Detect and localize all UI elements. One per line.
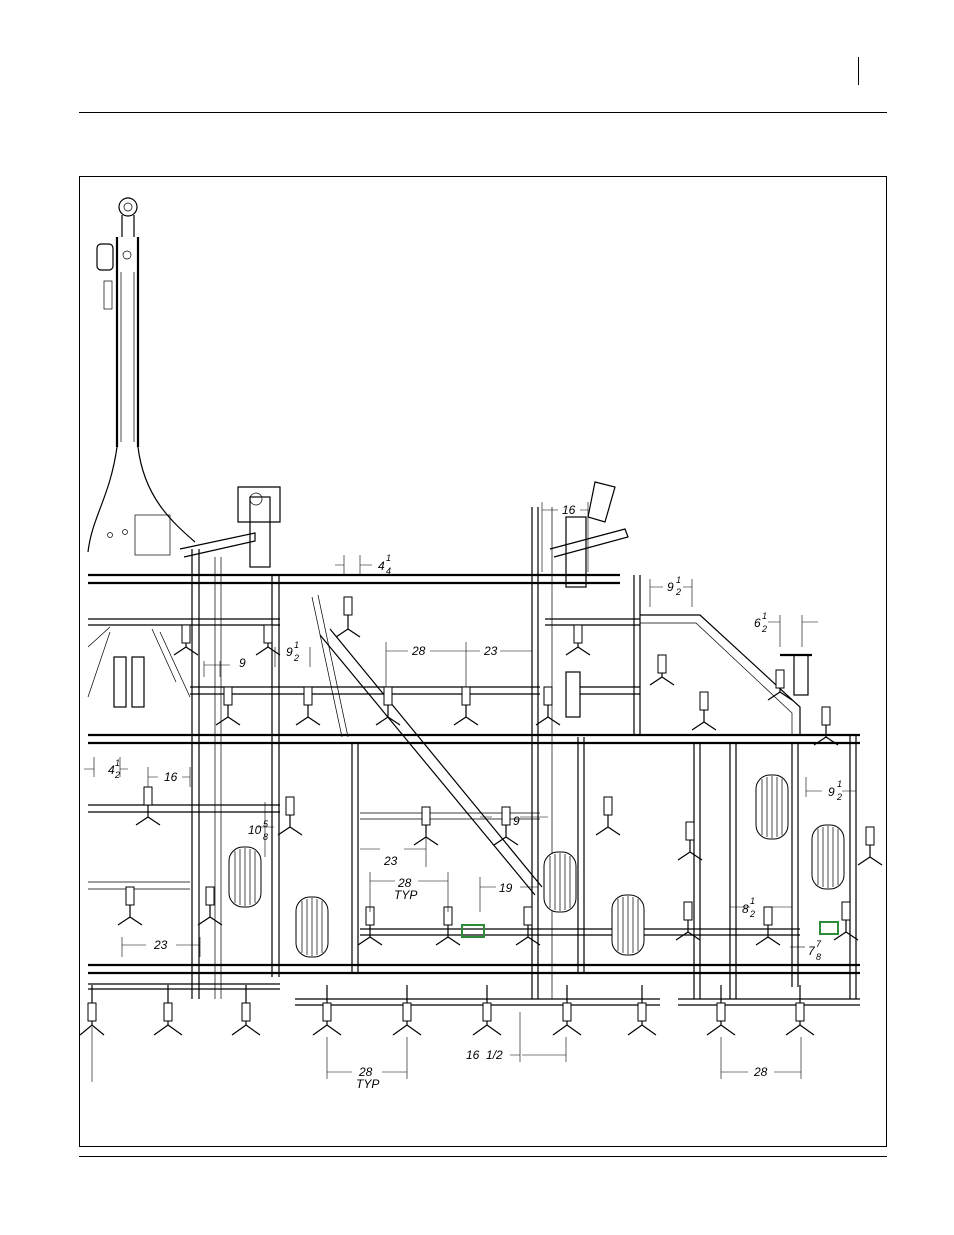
header-tick-mark — [858, 57, 859, 85]
footer-rule — [79, 1156, 887, 1157]
dim-9-mid: 9 — [513, 814, 520, 828]
dim-6-1-2-num: 1 — [762, 611, 767, 621]
dim-typ-mid: TYP — [394, 888, 417, 902]
hitch-tongue — [88, 198, 195, 555]
dim-9-1-2-top-whole: 9 — [667, 580, 674, 594]
dim-9-1-2-top-den: 2 — [675, 587, 681, 597]
dim-6-1-2-den: 2 — [761, 624, 767, 634]
dim-4-1-4-num: 1 — [386, 553, 391, 563]
dim-19: 19 — [499, 881, 513, 895]
dim-4-1-2-whole: 4 — [108, 763, 115, 777]
dim-23-mid: 23 — [383, 854, 398, 868]
dim-9-1-2-right-den: 2 — [836, 792, 842, 802]
dim-28-upper: 28 — [411, 644, 426, 658]
dim-16-top: 16 — [562, 503, 576, 517]
dim-9-1-2-top-num: 1 — [676, 575, 681, 585]
dim-10-5-8-den: 8 — [263, 832, 268, 842]
dim-4-1-2-den: 2 — [114, 770, 120, 780]
dim-9-left: 9 — [239, 656, 246, 670]
dim-8-1-2-den: 2 — [749, 909, 755, 919]
dim-7-7-8-num: 7 — [816, 939, 822, 949]
sweeps-row-1 — [174, 597, 792, 700]
dimension-lines — [84, 502, 856, 1082]
dim-7-7-8-den: 8 — [816, 952, 821, 962]
dim-16-1-2: 16 1/2 — [466, 1048, 503, 1062]
main-frame — [88, 482, 860, 1005]
sweeps-row-5 — [80, 985, 814, 1035]
dim-9-1-2-left-num: 1 — [294, 640, 299, 650]
dim-typ-bottom: TYP — [356, 1077, 379, 1091]
dim-10-5-8-whole: 10 — [248, 823, 262, 837]
dim-28-bottom-right: 28 — [753, 1065, 768, 1079]
sweeps-row-2 — [216, 687, 838, 745]
dim-9-1-2-right-num: 1 — [837, 779, 842, 789]
dim-9-1-2-left-den: 2 — [293, 653, 299, 663]
header-rule — [79, 112, 887, 113]
implement-frame-drawing: 4 1 4 16 9 1 2 6 1 2 9 1 2 9 28 23 4 1 2… — [80, 177, 886, 1146]
dim-6-1-2-whole: 6 — [754, 616, 761, 630]
dim-10-5-8-num: 5 — [263, 819, 269, 829]
dim-9-1-2-left-whole: 9 — [286, 645, 293, 659]
dim-23-upper: 23 — [483, 644, 498, 658]
dim-4-1-4-den: 4 — [386, 566, 391, 576]
dim-7-7-8-whole: 7 — [808, 944, 816, 958]
dim-4-1-2-num: 1 — [115, 758, 120, 768]
gauge-wheels — [229, 775, 844, 957]
drawing-frame: 4 1 4 16 9 1 2 6 1 2 9 1 2 9 28 23 4 1 2… — [79, 176, 887, 1147]
dim-4-1-4-whole: 4 — [378, 559, 385, 573]
dim-8-1-2-num: 1 — [750, 896, 755, 906]
dim-23-lower: 23 — [153, 938, 168, 952]
dim-9-1-2-right-whole: 9 — [828, 785, 835, 799]
dim-8-1-2-whole: 8 — [742, 902, 749, 916]
dim-16-left: 16 — [164, 770, 178, 784]
